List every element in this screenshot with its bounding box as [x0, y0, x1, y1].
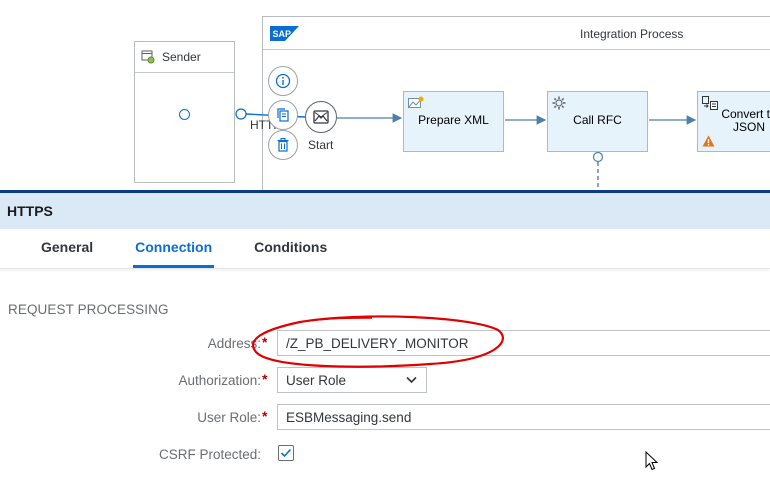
gear-icon [552, 96, 566, 110]
task-prepare-xml[interactable]: Prepare XML [403, 91, 504, 152]
required-marker: * [262, 371, 268, 387]
sender-connector[interactable] [179, 109, 190, 120]
user-role-row: User Role: * ESBMessaging.send [0, 404, 770, 430]
envelope-icon [313, 110, 329, 124]
delete-icon [277, 138, 289, 152]
csrf-row: CSRF Protected: [0, 441, 770, 467]
integration-process-pool[interactable]: SAP Integration Process [262, 16, 770, 190]
start-event-label: Start [308, 138, 334, 152]
info-button[interactable] [268, 66, 298, 96]
integration-process-header: SAP Integration Process [263, 17, 770, 50]
sender-label: Sender [162, 50, 201, 64]
task-label: Call RFC [573, 113, 622, 127]
tab-general[interactable]: General [41, 239, 94, 255]
user-role-input[interactable]: ESBMessaging.send [277, 404, 770, 430]
task-label: Convert to JSON [721, 107, 770, 134]
warning-icon[interactable] [702, 135, 715, 147]
address-label: Address: [207, 336, 261, 351]
tab-bar: General Connection Conditions [0, 229, 770, 269]
tab-connection[interactable]: Connection [114, 229, 233, 268]
mouse-cursor-icon [645, 451, 659, 471]
panel-title: HTTPS [7, 203, 53, 219]
section-title: REQUEST PROCESSING [8, 302, 169, 317]
task-label: Prepare XML [418, 113, 489, 127]
message-icon [408, 96, 424, 108]
address-input[interactable]: /Z_PB_DELIVERY_MONITOR [277, 330, 770, 356]
csrf-checkbox[interactable] [278, 445, 294, 461]
sender-participant[interactable]: Sender [134, 41, 235, 183]
authorization-select[interactable]: User Role [277, 367, 427, 393]
required-marker: * [262, 408, 268, 424]
sap-logo: SAP [270, 26, 299, 41]
copy-icon [277, 108, 289, 122]
integration-process-title: Integration Process [580, 27, 684, 41]
panel-header: HTTPS [0, 190, 770, 229]
sequence-flows [235, 108, 697, 190]
tab-conditions[interactable]: Conditions [254, 239, 328, 255]
task-convert-to-json[interactable]: Convert to JSON [697, 91, 770, 152]
check-icon [280, 448, 292, 458]
chevron-down-icon [406, 376, 417, 384]
copy-button[interactable] [268, 100, 298, 130]
info-icon [275, 73, 291, 89]
authorization-label: Authorization: [178, 373, 261, 388]
sender-header: Sender [135, 42, 234, 73]
integration-flow-canvas[interactable]: Sender SAP Integration Process [0, 0, 770, 190]
csrf-label: CSRF Protected: [158, 447, 261, 462]
task-call-rfc[interactable]: Call RFC [547, 91, 648, 152]
participant-icon [141, 50, 155, 64]
authorization-value: User Role [286, 373, 347, 388]
start-event[interactable] [305, 101, 337, 133]
address-row: Address: * /Z_PB_DELIVERY_MONITOR [0, 330, 770, 356]
converter-icon [702, 96, 718, 110]
user-role-label: User Role: [197, 410, 261, 425]
authorization-row: Authorization: * User Role [0, 367, 770, 393]
required-marker: * [262, 334, 268, 350]
svg-text:SAP: SAP [273, 29, 292, 39]
delete-button[interactable] [268, 130, 298, 160]
